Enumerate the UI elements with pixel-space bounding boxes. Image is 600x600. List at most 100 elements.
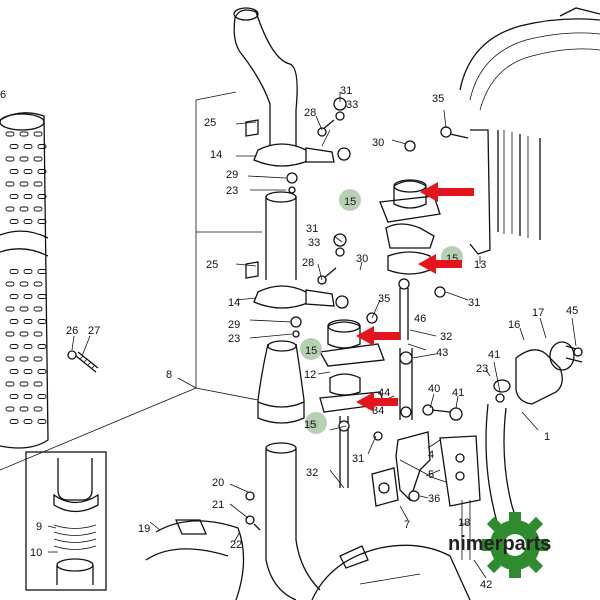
shield-slot	[5, 156, 15, 162]
shield-slot	[19, 281, 29, 287]
shield-slot	[9, 344, 19, 349]
shield-slot	[19, 306, 29, 312]
shield-slot	[33, 381, 43, 387]
label-18: 18	[458, 517, 470, 529]
shield-slot	[19, 181, 29, 187]
label-27: 27	[88, 325, 100, 337]
label-43: 43	[436, 347, 448, 359]
label-23-right: 23	[476, 363, 488, 375]
shield-slot	[9, 219, 19, 224]
shield-slot	[23, 394, 33, 399]
shield-slot	[5, 331, 15, 337]
svg-text:15: 15	[304, 419, 316, 431]
shield-slot	[37, 394, 47, 399]
callout-15-middle: 15	[300, 338, 322, 360]
clip-lower	[245, 261, 259, 279]
label-26: 26	[66, 325, 78, 337]
shield-slot	[23, 319, 33, 324]
shield-slot	[23, 219, 33, 224]
label-14-upper: 14	[210, 149, 222, 161]
label-42: 42	[480, 579, 492, 591]
label-22: 22	[230, 539, 242, 551]
shield-slot	[9, 319, 19, 324]
label-33-upper: 33	[346, 99, 358, 111]
shield-slot	[9, 394, 19, 399]
shield-slot	[23, 269, 33, 274]
shield-slot	[37, 294, 47, 299]
label-44: 44	[378, 387, 390, 399]
shield-slot	[9, 169, 19, 174]
label-46-upper: 46	[414, 313, 426, 325]
shield-slot	[23, 419, 33, 424]
svg-text:15: 15	[305, 345, 317, 357]
shield-slot	[23, 194, 33, 199]
label-32-lower: 32	[306, 467, 318, 479]
label-25-lower: 25	[206, 259, 218, 271]
label-20: 20	[212, 477, 224, 489]
shield-slot	[23, 169, 33, 174]
label-35-upper: 35	[432, 93, 444, 105]
label-32-upper: 32	[440, 331, 452, 343]
label-25-upper: 25	[204, 117, 216, 129]
arrow-lower	[356, 392, 398, 412]
label-13: 13	[474, 259, 486, 271]
label-8: 8	[166, 369, 172, 381]
shield-slot	[37, 219, 47, 224]
callout-15-lower: 15	[304, 412, 327, 434]
shield-slot	[37, 169, 47, 174]
shield-slot	[5, 281, 15, 287]
label-9: 9	[36, 521, 42, 533]
leader-lines	[47, 92, 577, 579]
highlight-arrows	[356, 182, 474, 412]
pipe-clamp-upper	[253, 129, 351, 167]
label-31-upper: 31	[340, 85, 352, 97]
inset-detail-box	[25, 451, 107, 591]
shield-slot	[37, 419, 47, 424]
arrow-middle-right	[418, 254, 462, 274]
arrow-lower-middle	[356, 326, 400, 346]
shield-slot	[23, 344, 33, 349]
label-29-upper: 29	[226, 169, 238, 181]
label-21: 21	[212, 499, 224, 511]
shield-slot	[19, 206, 29, 212]
shield-slot	[9, 269, 19, 274]
label-5: 5	[428, 469, 434, 481]
label-31-right: 31	[468, 297, 480, 309]
watermark-logo: nimerparts	[448, 512, 551, 578]
label-1: 1	[544, 431, 550, 443]
shield-slot	[5, 131, 15, 137]
svg-text:15: 15	[344, 196, 356, 208]
label-4: 4	[428, 449, 434, 461]
callout-15-upper-left: 15	[339, 189, 361, 211]
heat-shield-illustration	[0, 112, 49, 449]
shield-slot	[19, 406, 29, 412]
shield-slot	[19, 381, 29, 387]
shield-slot	[5, 306, 15, 312]
label-41-right: 41	[488, 349, 500, 361]
label-40: 40	[428, 383, 440, 395]
mount-bracket-middle	[318, 312, 413, 488]
watermark-text: nimerparts	[448, 533, 551, 555]
label-36: 36	[428, 493, 440, 505]
label-23-upper: 23	[226, 185, 238, 197]
bolt-26-27	[67, 350, 99, 373]
shield-slot	[19, 131, 29, 137]
mount-bracket-upper	[379, 126, 491, 340]
lower-bracket-assembly	[371, 404, 481, 560]
part-labels: 6 26 27 8 9 10 25 14 29 23 28 31 33 30 3…	[0, 85, 578, 591]
shield-slot	[19, 331, 29, 337]
shield-slot	[5, 181, 15, 187]
shield-slot	[33, 281, 43, 287]
shield-slot	[33, 306, 43, 312]
label-28-upper: 28	[304, 107, 316, 119]
label-41-left: 41	[452, 387, 464, 399]
label-35-mid: 35	[378, 293, 390, 305]
shield-slot	[9, 369, 19, 374]
callout-markers: 15 15 15 15	[300, 189, 463, 434]
label-16: 16	[508, 319, 520, 331]
shield-slot	[33, 356, 43, 362]
shield-slot	[5, 356, 15, 362]
shield-slot	[37, 344, 47, 349]
label-29-lower: 29	[228, 319, 240, 331]
